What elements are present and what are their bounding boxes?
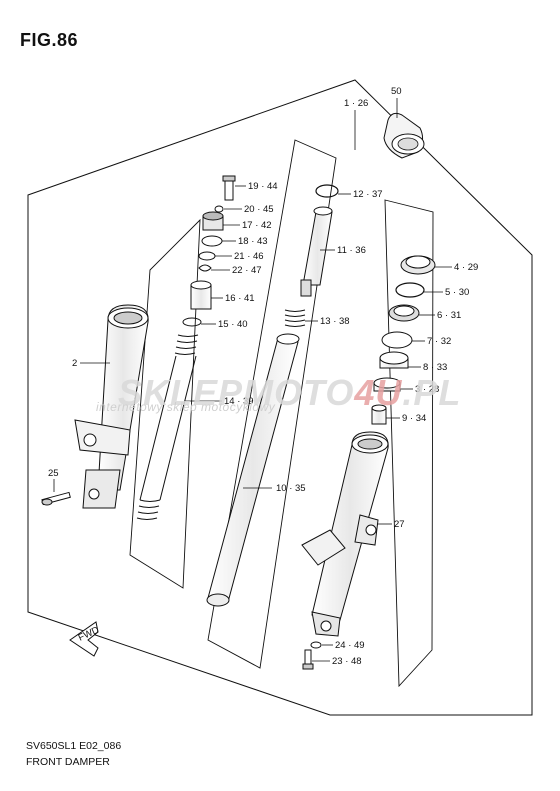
ring-12 [315,184,339,198]
outer-tube-part-27 [301,431,389,637]
callout-12-37: 12 · 37 [353,189,383,200]
adjuster-screw-19 [222,175,236,201]
watermark-brand-part2: MOTO [243,372,355,413]
washer-15 [182,317,202,327]
callout-8-33: 8 · 33 [423,362,447,373]
o-ring-18 [201,235,223,247]
bolt-25 [41,491,71,506]
callout-3-28: 3 · 28 [415,384,439,395]
callout-13-38: 13 · 38 [320,316,350,327]
callout-24-49: 24 · 49 [335,640,365,651]
callout-1-26: 1 · 26 [344,98,368,109]
damper-rod-11 [300,206,333,297]
callout-14-39: 14 · 39 [224,396,254,407]
callout-6-31: 6 · 31 [437,310,461,321]
callout-25: 25 [48,468,59,479]
clip-22 [198,264,212,272]
callout-4-29: 4 · 29 [454,262,478,273]
callout-18-43: 18 · 43 [238,236,268,247]
outer-tube-part-2 [74,304,149,509]
callout-7-32: 7 · 32 [427,336,451,347]
damper-cylinder-10 [206,333,300,607]
stopper-ring-5 [395,282,425,298]
callout-5-30: 5 · 30 [445,287,469,298]
retainer-7 [381,331,413,349]
o-ring-20 [214,205,224,213]
rebound-spring-13 [284,309,306,327]
bolt-23 [302,649,314,670]
watermark-brand-part1: SKLEP [118,372,244,413]
callout-27: 27 [394,519,405,530]
callout-16-41: 16 · 41 [225,293,255,304]
watermark-brand-part3: 4U [354,372,403,413]
dust-seal-4 [400,255,436,275]
callout-20-45: 20 · 45 [244,204,274,215]
callout-21-46: 21 · 46 [234,251,264,262]
spring-group-frame [129,218,201,589]
outer-assembly-frame [27,79,533,716]
callout-22-47: 22 · 47 [232,265,262,276]
washer-24 [310,641,322,649]
callout-10-35: 10 · 35 [276,483,306,494]
callout-50: 50 [391,86,402,97]
inner-tube-group-frame [384,199,434,688]
callout-2: 2 [72,358,77,369]
spacer-16 [190,280,212,310]
callout-17-42: 17 · 42 [242,220,272,231]
piece-9 [371,404,387,425]
callout-9-34: 9 · 34 [402,413,426,424]
figure-caption: FRONT DAMPER [26,756,110,768]
watermark-brand-suffix: .PL [402,372,462,413]
callout-11-36: 11 · 36 [337,245,366,256]
bushing-8 [379,351,409,369]
damper-rod-group-frame [207,139,337,669]
fork-cover-part-50 [383,112,425,159]
model-code: SV650SL1 E02_086 [26,740,122,752]
bushing-3 [373,377,401,392]
callout-23-48: 23 · 48 [332,656,362,667]
oil-seal-6 [388,304,420,322]
leader-lines [53,98,452,662]
cap-bolt-17 [202,211,224,231]
callout-19-44: 19 · 44 [248,181,278,192]
forward-direction-arrow: FWD [69,621,101,657]
callout-15-40: 15 · 40 [218,319,248,330]
watermark-logo: SKLEPMOTO4U.PL [118,372,461,414]
washer-21 [198,251,216,261]
watermark-tagline: internetowy sklep motocyklowy [96,400,276,414]
figure-title: FIG.86 [20,30,79,50]
fork-spring-14 [136,334,199,520]
